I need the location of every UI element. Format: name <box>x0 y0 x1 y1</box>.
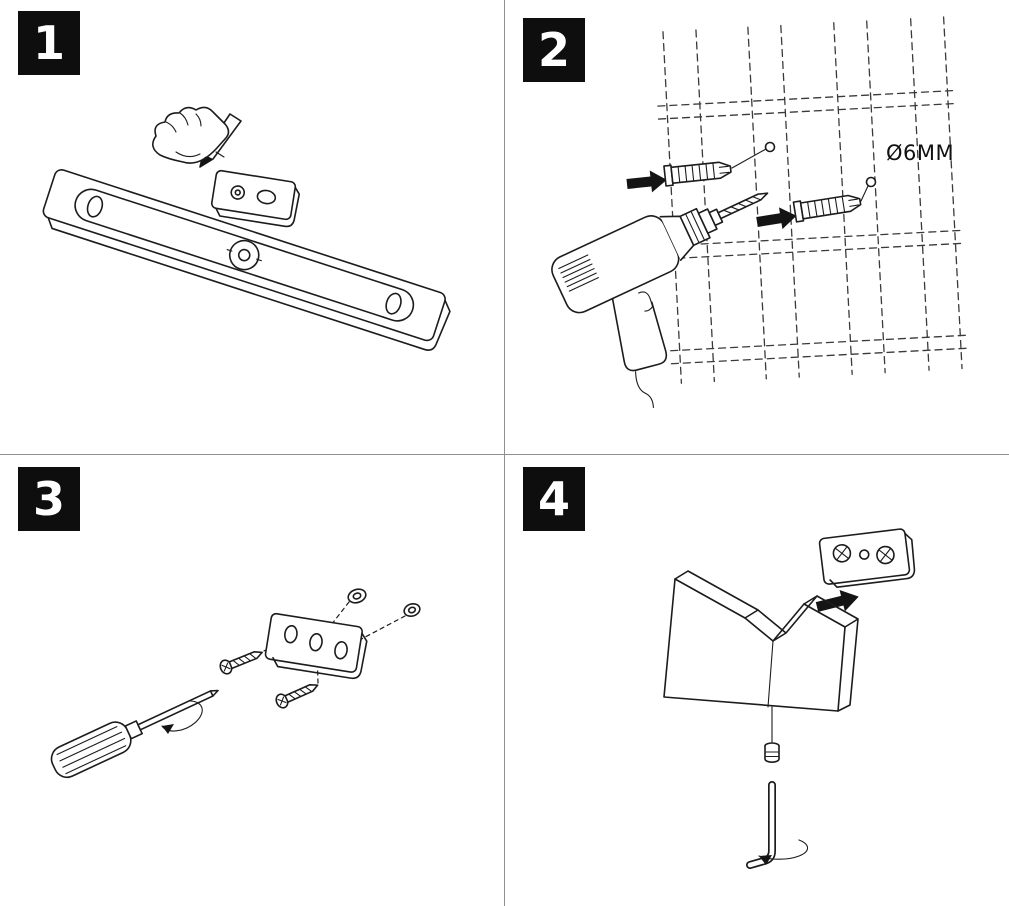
plug-leader-line-upper <box>731 148 767 169</box>
insert-arrow-upper-icon <box>626 170 667 193</box>
mount-hook-illustration <box>663 528 916 869</box>
tile-grid <box>657 16 970 384</box>
finger-lines <box>165 112 202 133</box>
hook-top-faces <box>674 570 859 712</box>
screwdriver <box>50 689 219 779</box>
bracket-hole-slot <box>256 189 277 205</box>
drill-bit-spiral <box>723 196 762 214</box>
phillips-cross-icon <box>878 548 893 562</box>
screwdriver-shaft <box>137 690 214 731</box>
screw-shaft <box>228 650 263 670</box>
drill-hole-lower <box>865 176 877 188</box>
set-screw <box>764 742 780 763</box>
slide-arrow-icon <box>815 590 859 612</box>
step-panel-4: 4 <box>505 455 1009 906</box>
phillips-cross-icon <box>277 696 287 706</box>
fasten-bracket-illustration <box>50 588 421 779</box>
hook <box>663 570 859 712</box>
wall-plug-lower <box>792 194 862 223</box>
drill-wall-illustration <box>551 16 970 409</box>
rotate-arrow-icon <box>161 700 203 734</box>
spirit-level <box>42 169 451 351</box>
bracket-depth-edge <box>215 186 301 228</box>
insert-arrow-lower-icon <box>756 207 797 230</box>
bracket-hole-2 <box>309 632 323 652</box>
hand-icon <box>152 106 230 164</box>
thumb-line <box>175 151 207 164</box>
rotate-arrow-icon <box>758 839 809 865</box>
washer-1 <box>347 588 367 604</box>
drill-handle <box>611 297 668 372</box>
drill-trigger <box>638 291 654 312</box>
step-number: 4 <box>537 472 570 526</box>
spirit-level-vial <box>226 239 262 271</box>
screw-threads <box>232 653 257 666</box>
wall-bracket <box>264 612 368 680</box>
bracket-hole-round <box>230 185 246 200</box>
step-number: 1 <box>32 16 65 70</box>
spirit-level-depth-edge <box>47 216 451 351</box>
plug-ribs <box>677 162 716 184</box>
hook-front-face <box>663 578 846 712</box>
bracket-depth-edge <box>272 632 368 680</box>
step-number-badge: 2 <box>523 18 585 82</box>
step-number: 3 <box>32 472 65 526</box>
hex-key <box>746 781 776 869</box>
spirit-level-slot <box>74 188 415 322</box>
washer-2 <box>403 602 421 618</box>
mark-wall-illustration <box>42 106 451 351</box>
screw-1 <box>219 650 263 675</box>
screwdriver-tip <box>209 689 219 697</box>
screw-threads <box>288 686 313 700</box>
bracket-depth-edge <box>829 532 916 588</box>
bracket-hole-3 <box>334 641 348 660</box>
plug-leader-line-lower <box>860 185 869 202</box>
screwdriver-handle <box>50 721 132 779</box>
screw-2 <box>275 683 319 709</box>
bracket-hole-1 <box>284 624 298 644</box>
drill-vents <box>558 254 599 292</box>
plug-ribs <box>807 195 846 219</box>
screw-shaft <box>284 683 319 703</box>
step-number-badge: 3 <box>18 467 80 531</box>
mounted-bracket <box>818 528 916 588</box>
step-number-badge: 1 <box>18 11 80 75</box>
step-panel-2: 2 Ø6MM <box>505 0 1009 455</box>
step-panel-1: 1 <box>0 0 505 455</box>
phillips-cross-icon <box>221 662 231 672</box>
step-panel-3: 3 <box>0 455 505 906</box>
step-number: 2 <box>537 23 570 77</box>
hook-crease <box>767 640 774 708</box>
spirit-level-left-hole <box>86 195 104 218</box>
drill-cord <box>635 371 654 409</box>
handle-ribs <box>56 726 127 775</box>
drill-hole-upper <box>764 141 776 153</box>
wall-bracket <box>210 169 301 228</box>
power-drill <box>551 192 769 409</box>
washer-leader-1 <box>320 601 350 639</box>
step-number-badge: 4 <box>523 467 585 531</box>
spirit-level-right-hole <box>385 292 402 315</box>
phillips-cross-icon <box>835 546 849 560</box>
bracket-center-hole <box>858 549 870 560</box>
wall-plug-upper <box>663 161 732 187</box>
drill-bit <box>717 192 769 220</box>
hole-diameter-label: Ø6MM <box>886 141 955 165</box>
